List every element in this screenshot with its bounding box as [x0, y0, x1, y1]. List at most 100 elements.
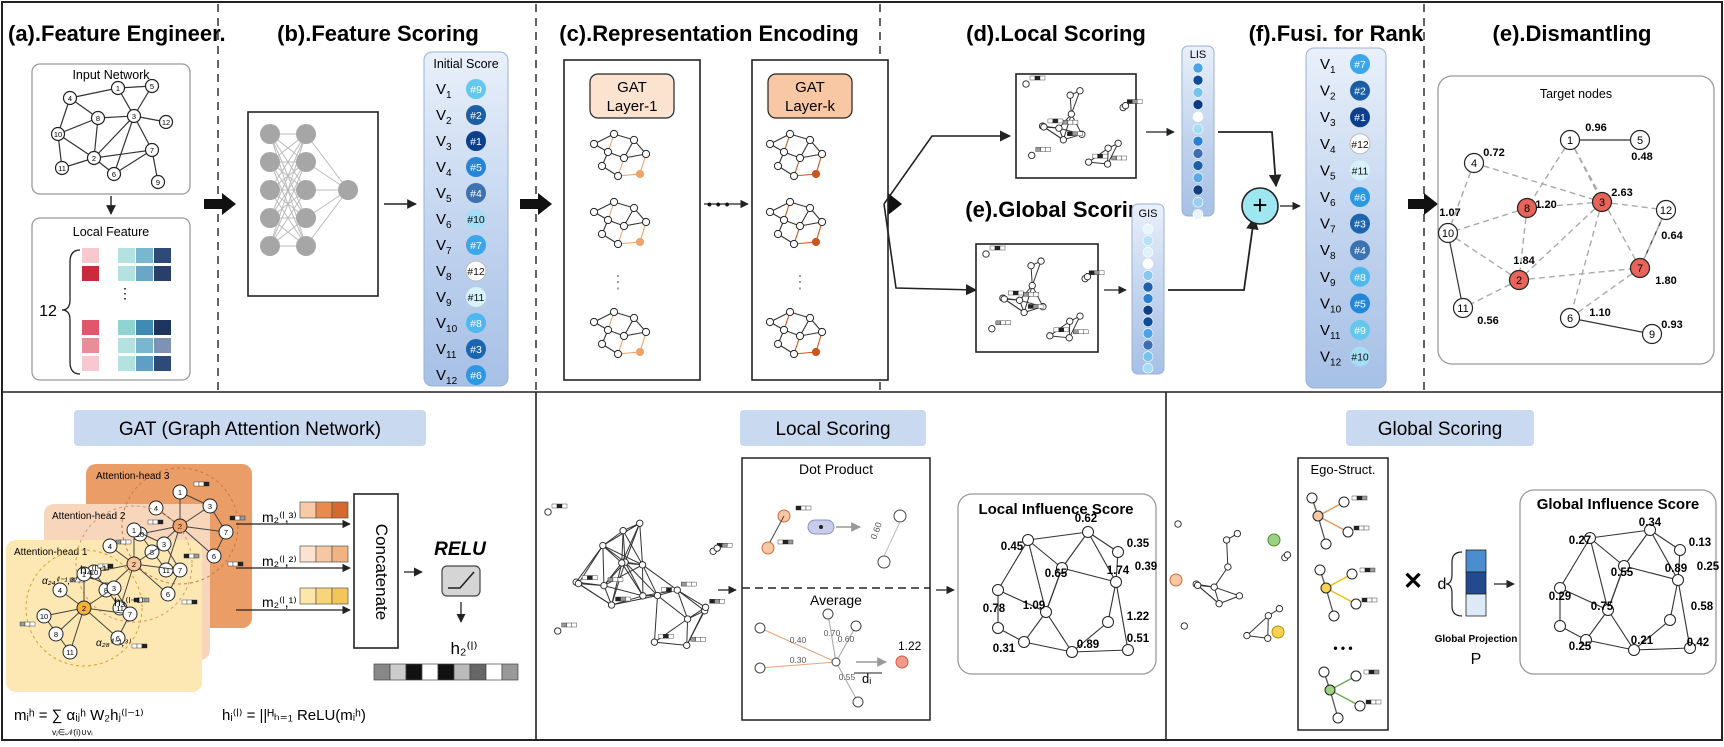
- fusion-rank-subscript: 1: [1330, 65, 1336, 76]
- mlp-neuron: [260, 124, 280, 144]
- initial-score-rank-text: #2: [470, 110, 482, 122]
- graph-node: [1029, 152, 1035, 158]
- graph-node: [545, 509, 551, 515]
- feature-count: 12: [39, 303, 57, 320]
- dismantle-node-label: 2: [1516, 275, 1522, 287]
- network-node-label: 2: [92, 154, 96, 163]
- gat-node: [774, 340, 781, 347]
- gat-node: [818, 218, 825, 225]
- result-node: [1665, 615, 1676, 626]
- dismantle-value: 0.72: [1483, 147, 1504, 159]
- graph-node: [1265, 613, 1271, 619]
- feature-chip: [616, 597, 621, 601]
- feature-chip: [691, 637, 696, 641]
- avg-edge-value: 0.55: [839, 672, 856, 682]
- title-global-scoring: (e).Global Scoring: [965, 197, 1154, 222]
- local-title: Local Scoring: [775, 419, 890, 440]
- feature-chip: [1359, 526, 1364, 530]
- gat-node: [610, 308, 617, 315]
- graph-edge: [603, 546, 622, 563]
- score-dot: [1143, 305, 1153, 315]
- feature-chip: [233, 562, 238, 566]
- feature-chip: [1034, 292, 1039, 296]
- message-cell: [332, 502, 348, 518]
- avg-node: [755, 623, 765, 633]
- feature-chip: [144, 598, 149, 602]
- graph-node: [1041, 124, 1047, 130]
- gat-node: [604, 326, 611, 333]
- initial-score-subscript: 1: [446, 90, 452, 101]
- global-influence-title: Global Influence Score: [1537, 496, 1700, 513]
- feature-cell: [154, 320, 171, 335]
- projection-label: Global Projection: [1435, 634, 1518, 645]
- feature-chip: [1040, 76, 1045, 80]
- ego-dots: • • •: [1333, 641, 1352, 655]
- ego-node: [1315, 565, 1325, 575]
- feature-chip: [662, 588, 667, 592]
- avg-edge-value: 0.30: [790, 655, 807, 665]
- graph-node: [651, 639, 657, 645]
- feature-chip: [996, 321, 1001, 325]
- initial-score-subscript: 4: [446, 168, 452, 179]
- feature-chip: [1112, 156, 1117, 160]
- feature-chip: [1370, 568, 1375, 572]
- feature-chip: [613, 578, 618, 582]
- gat-node: [786, 308, 793, 315]
- dismantle-value: 1.80: [1655, 275, 1676, 287]
- score-dot: [1143, 282, 1153, 292]
- dp-node: [762, 542, 774, 554]
- arrow-a-b: [204, 193, 236, 215]
- h-output-cell: [486, 664, 502, 680]
- graph-node: [1216, 601, 1222, 607]
- gat-node: [766, 318, 773, 325]
- graph-node: [601, 582, 607, 588]
- h-output-vector: [374, 664, 518, 680]
- message-cell: [316, 588, 332, 604]
- dismantle-node-label: 3: [1599, 197, 1605, 209]
- feature-chip: [788, 540, 793, 544]
- feature-chip: [1376, 700, 1381, 704]
- initial-score-subscript: 2: [446, 116, 452, 127]
- mlp-neuron: [260, 180, 280, 200]
- graph-node: [639, 562, 645, 568]
- feature-cell: [82, 266, 99, 281]
- dismantle-value: 0.96: [1585, 122, 1606, 134]
- initial-score-subscript: 10: [446, 324, 458, 335]
- result-node: [1673, 575, 1684, 586]
- dismantle-value: 1.20: [1535, 199, 1556, 211]
- head-node-label: 3: [208, 502, 212, 511]
- initial-score-subscript: 3: [446, 142, 452, 153]
- graph-node: [1047, 333, 1053, 339]
- gat-node: [614, 240, 621, 247]
- fusion-rank-subscript: 9: [1330, 278, 1336, 289]
- m-head-1-label: m₂⁽ˡ,¹⁾: [262, 594, 297, 610]
- ego-node: [1319, 667, 1329, 677]
- mlp-neuron: [338, 180, 358, 200]
- graph-node: [1244, 632, 1250, 638]
- graph-node: [1115, 140, 1121, 146]
- dismantle-value: 0.56: [1477, 315, 1498, 327]
- concatenate-label: Concatenate: [372, 524, 391, 620]
- feature-chip: [228, 562, 233, 566]
- feature-chip: [1067, 132, 1072, 136]
- score-dot: [1143, 340, 1153, 350]
- dismantle-node-label: 7: [1637, 263, 1643, 275]
- score-dot: [1143, 363, 1153, 373]
- feature-chip: [696, 637, 701, 641]
- graph-edge: [622, 531, 623, 563]
- score-dot: [1143, 270, 1153, 280]
- feature-cell: [82, 338, 99, 353]
- graph-node: [1085, 159, 1091, 165]
- projection-d-label: d: [1438, 576, 1447, 593]
- head-node-label: 11: [66, 648, 74, 657]
- gat-node: [598, 162, 605, 169]
- dismantle-node-label: 1: [1567, 135, 1573, 147]
- graph-edge: [654, 642, 686, 645]
- feature-chip: [626, 597, 631, 601]
- initial-score-rank-text: #8: [470, 318, 482, 330]
- feature-chip: [621, 597, 626, 601]
- fusion-rank-column: [1306, 48, 1386, 388]
- feature-chip: [235, 516, 240, 520]
- graph-node: [1001, 296, 1007, 302]
- result-value: 0.78: [983, 603, 1006, 615]
